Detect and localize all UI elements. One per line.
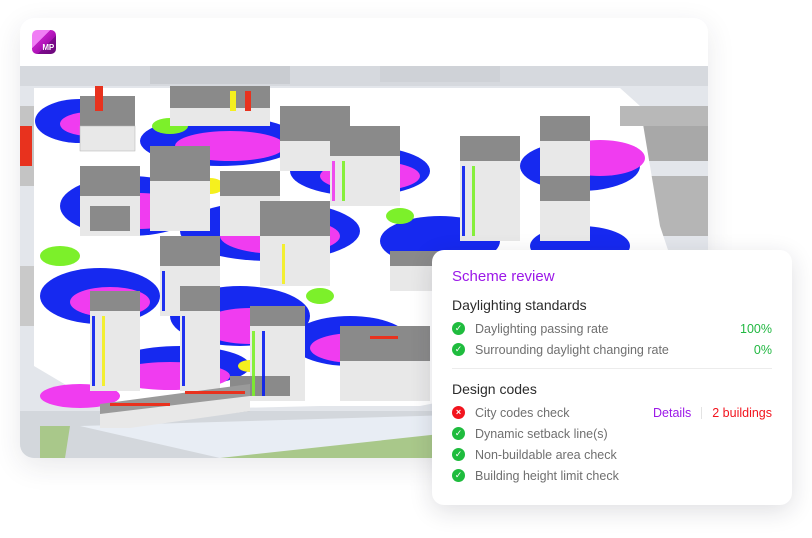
section-title-design-codes: Design codes (452, 381, 537, 397)
check-value: 100% (740, 321, 772, 336)
check-label: Non-buildable area check (475, 447, 617, 462)
check-circle-icon: ✓ (452, 427, 465, 440)
check-row-height-limit: ✓ Building height limit check (452, 465, 772, 486)
check-row-non-buildable-area: ✓ Non-buildable area check (452, 444, 772, 465)
check-label: Daylighting passing rate (475, 321, 609, 336)
vertical-divider (701, 406, 703, 419)
app-logo-icon: MP (32, 30, 56, 54)
check-value: 0% (753, 342, 772, 357)
check-circle-icon: ✓ (452, 448, 465, 461)
details-link[interactable]: Details (653, 405, 692, 420)
check-circle-icon: ✓ (452, 469, 465, 482)
check-circle-icon: ✓ (452, 343, 465, 356)
section-divider (452, 368, 772, 369)
x-circle-icon: × (452, 406, 465, 419)
check-row-dynamic-setback: ✓ Dynamic setback line(s) (452, 423, 772, 444)
section-title-daylighting: Daylighting standards (452, 297, 587, 313)
check-row-daylighting-passing-rate: ✓ Daylighting passing rate 100% (452, 318, 772, 339)
check-label: Surrounding daylight changing rate (475, 342, 669, 357)
check-circle-icon: ✓ (452, 322, 465, 335)
check-label: Dynamic setback line(s) (475, 426, 608, 441)
panel-title: Scheme review (452, 268, 555, 285)
check-row-surrounding-daylight: ✓ Surrounding daylight changing rate 0% (452, 339, 772, 360)
failed-buildings-count: 2 buildings (712, 405, 772, 420)
app-logo-text: MP (42, 43, 54, 52)
check-row-city-codes: × City codes check Details 2 buildings (452, 402, 772, 423)
check-label: Building height limit check (475, 468, 619, 483)
check-label: City codes check (475, 405, 570, 420)
city-codes-actions: Details 2 buildings (653, 406, 772, 420)
scheme-review-panel: Scheme review Daylighting standards ✓ Da… (432, 250, 792, 505)
